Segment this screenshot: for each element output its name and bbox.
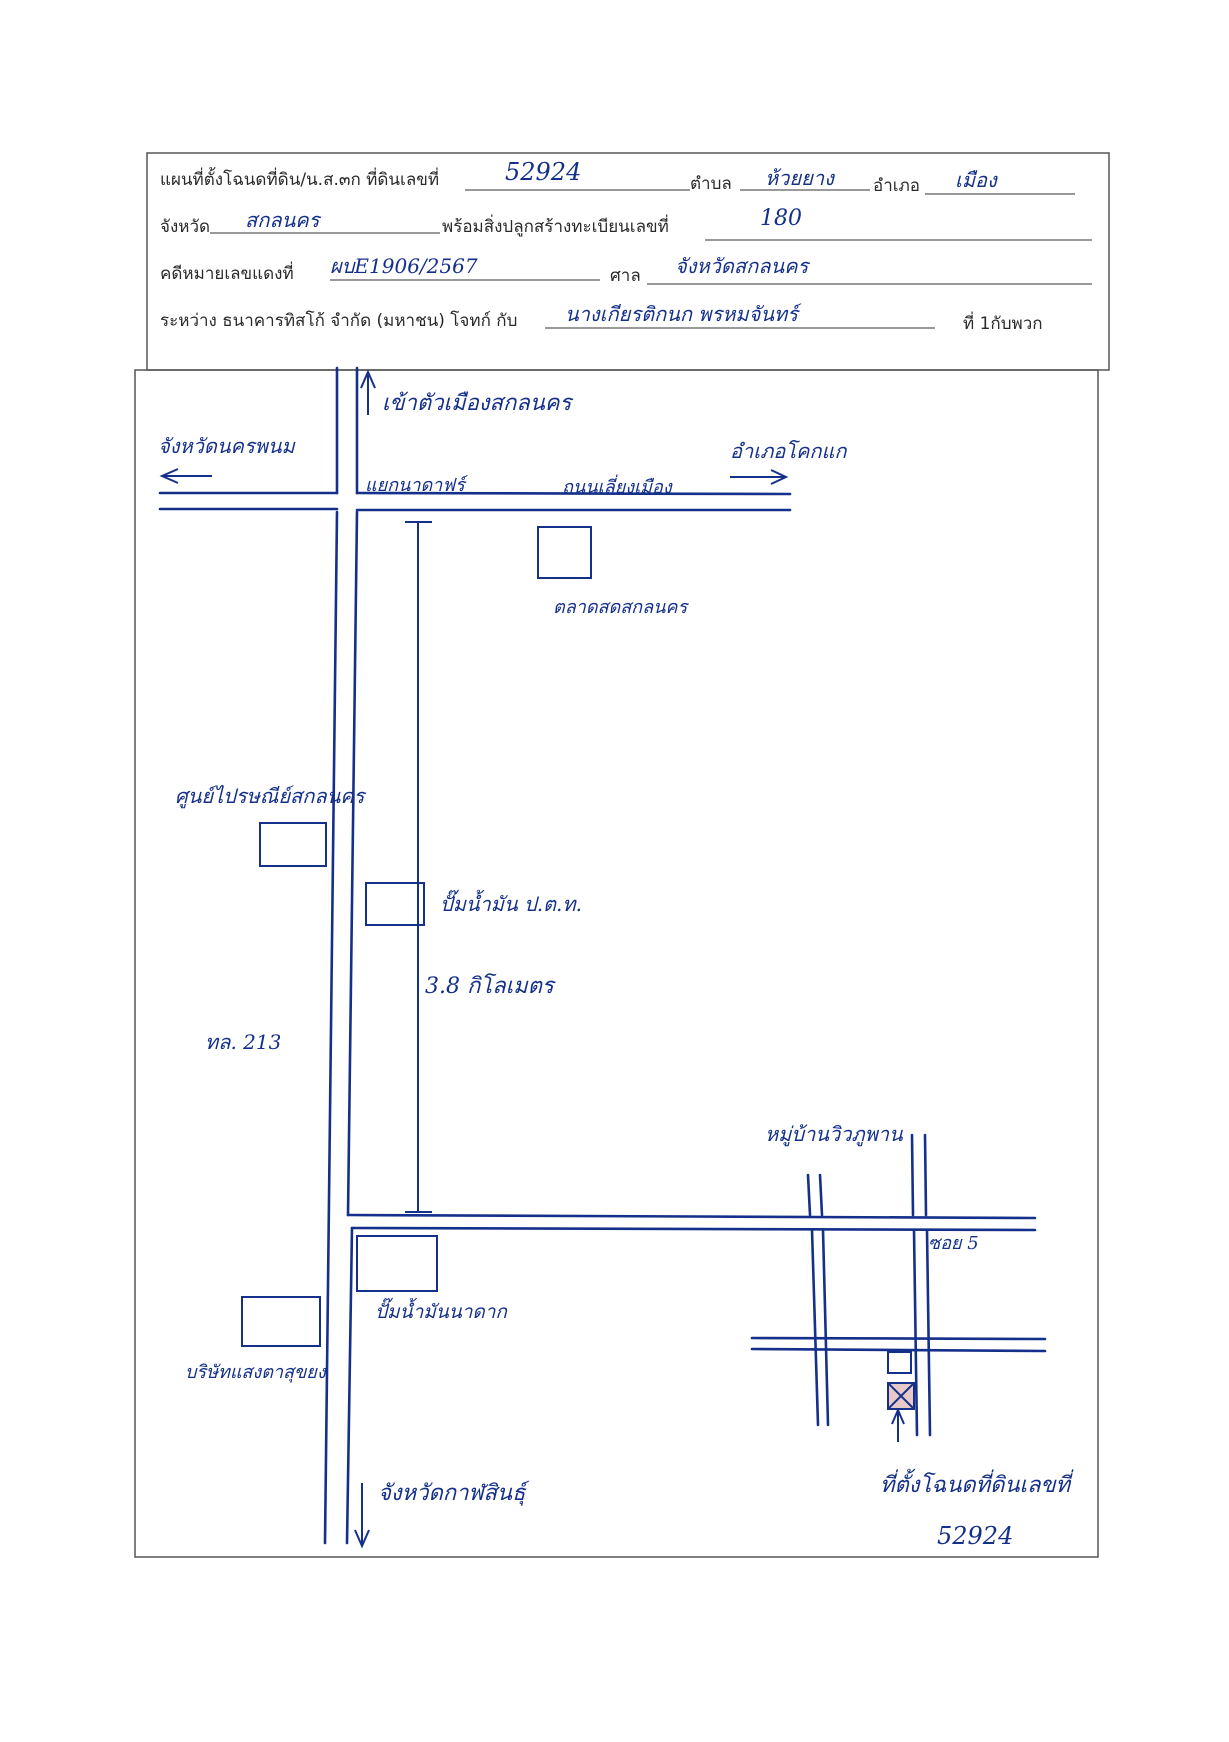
district-value: เมือง: [955, 168, 997, 192]
building-label: พร้อมสิ่งปลูกสร้างทะเบียนเลขที่: [442, 217, 669, 237]
province-value: สกลนคร: [245, 208, 320, 232]
case-number-value: ผบE1906/2567: [330, 254, 478, 278]
subdistrict-value: ห้วยยาง: [765, 166, 834, 190]
defendant-value: นางเกียรติกนก พรหมจันทร์: [565, 302, 798, 326]
company-label: บริษัทแสงตาสุขยง: [185, 1362, 326, 1383]
highway-label: ทล. 213: [205, 1030, 282, 1054]
post-center-box: [259, 822, 327, 867]
ptt-station-label: ปั๊มน้ำมัน ป.ต.ท.: [440, 892, 582, 916]
road-name-label: ถนนเลี่ยงเมือง: [562, 477, 672, 498]
map-frame: [134, 369, 1099, 1558]
gas-station-2-label: ปั๊มน้ำมันนาดาก: [375, 1301, 507, 1323]
location-number: 52924: [937, 1522, 1014, 1550]
court-label: ศาล: [610, 266, 641, 286]
title-label: แผนที่ตั้งโฉนดที่ดิน/น.ส.๓ก ที่ดินเลขที่: [160, 170, 440, 190]
house-box: [887, 1351, 912, 1374]
province-label: จังหวัด: [160, 217, 211, 237]
soi-label: ซอย 5: [928, 1233, 979, 1254]
post-center-label: ศูนย์ไปรษณีย์สกลนคร: [175, 784, 365, 808]
road-lines: [158, 366, 1047, 1545]
case-label: คดีหมายเลขแดงที่: [160, 264, 294, 284]
market-box: [537, 526, 592, 579]
court-value: จังหวัดสกลนคร: [675, 254, 809, 278]
landmark-boxes: [241, 526, 912, 1374]
distance-label: 3.8 กิโลเมตร: [425, 974, 554, 999]
target-parcel-marker: [887, 1382, 915, 1410]
district-label: อำเภอ: [873, 176, 920, 196]
location-label: ที่ตั้งโฉนดที่ดินเลขที่: [880, 1473, 1071, 1498]
header-underlines: [210, 189, 1092, 329]
ptt-station-box: [365, 882, 425, 926]
to-kalasin-label: จังหวัดกาฬสินธุ์: [378, 1481, 526, 1506]
intersection-label: แยกนาดาฟร์: [365, 475, 465, 496]
between-label: ระหว่าง ธนาคารทิสโก้ จำกัด (มหาชน) โจทก์…: [160, 311, 518, 331]
to-city-label: เข้าตัวเมืองสกลนคร: [382, 391, 572, 416]
building-number-value: 180: [760, 206, 802, 231]
land-number-value: 52924: [505, 158, 582, 186]
village-label: หมู่บ้านวิวภูพาน: [765, 1122, 903, 1146]
subdistrict-label: ตำบล: [690, 174, 732, 194]
gas-station-2-box: [356, 1235, 438, 1292]
company-box: [241, 1296, 321, 1347]
to-khok-kae-label: อำเภอโคกแก: [730, 439, 847, 463]
to-nakhon-phanom-label: จังหวัดนครพนม: [158, 434, 295, 458]
defendant-suffix: ที่ 1กับพวก: [963, 314, 1043, 334]
market-label: ตลาดสดสกลนคร: [553, 597, 688, 618]
